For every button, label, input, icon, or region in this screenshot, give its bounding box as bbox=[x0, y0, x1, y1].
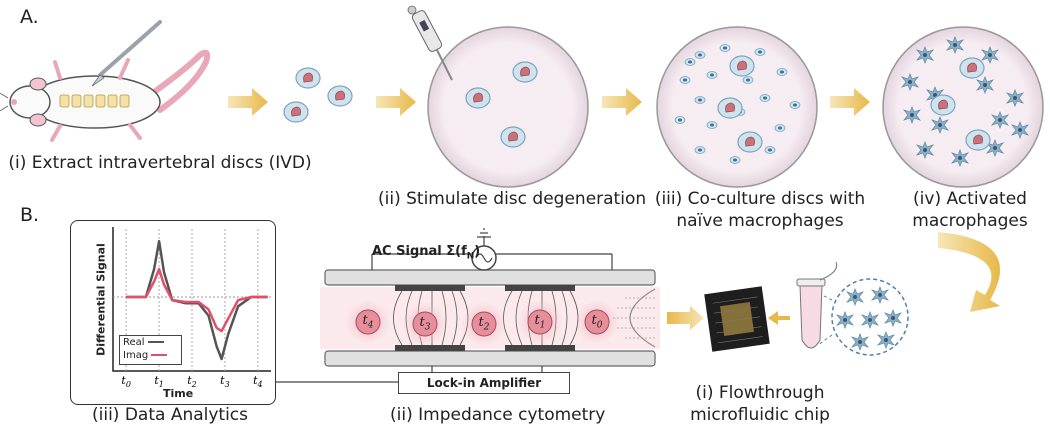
chart-series-imag bbox=[126, 267, 268, 333]
cell-t4 bbox=[346, 300, 390, 344]
scalpel-icon bbox=[91, 20, 162, 87]
cell-t0 bbox=[575, 300, 619, 344]
cell-t1-label: t1 bbox=[534, 313, 546, 331]
petri-dish bbox=[427, 26, 589, 188]
curved-arrow-icon bbox=[938, 232, 1001, 312]
cell-t2 bbox=[462, 302, 506, 346]
arrow-right-icon bbox=[376, 88, 416, 116]
petri-dish bbox=[882, 26, 1044, 188]
data-analytics-panel: t0 t1 t2 t3 t4 Differential Signal Time Real… bbox=[70, 220, 276, 405]
legend-real-label: Real bbox=[123, 337, 145, 348]
chart-xtick-label: t4 bbox=[253, 374, 263, 389]
chart-xlabel: Time bbox=[163, 387, 194, 400]
step-impedance-label: (ii) Impedance cytometry bbox=[390, 405, 606, 425]
cell-t1 bbox=[518, 300, 562, 344]
chart-axes bbox=[112, 227, 271, 372]
chart-legend: Real Imag bbox=[119, 335, 182, 365]
arrow-right-icon bbox=[830, 88, 870, 116]
arrow-right-icon bbox=[228, 88, 268, 116]
chart-xtick-label: t3 bbox=[220, 374, 230, 389]
section-a-label: A. bbox=[20, 6, 39, 28]
lockin-amplifier: Lock-in Amplifier bbox=[398, 372, 570, 394]
step-data-analytics-label: (iii) Data Analytics bbox=[91, 405, 249, 425]
chart-xtick-label: t2 bbox=[187, 374, 197, 389]
pipette-icon bbox=[407, 5, 453, 81]
ac-signal-label: AC Signal Σ(fN) bbox=[372, 244, 481, 262]
cell-t4-label: t4 bbox=[362, 313, 374, 331]
step-extract-label: (i) Extract intravertebral discs (IVD) bbox=[8, 153, 312, 173]
chart-ylabel: Differential Signal bbox=[94, 243, 108, 356]
cell-t0-label: t0 bbox=[591, 313, 603, 331]
cell-t3 bbox=[403, 302, 447, 346]
microfluidic-chip-icon bbox=[704, 286, 770, 352]
signal-chart: t0 t1 t2 t3 t4 bbox=[112, 227, 271, 389]
cell-t3-label: t3 bbox=[419, 315, 431, 333]
chart-xtick-label: t1 bbox=[154, 374, 164, 389]
step-stimulate-label: (ii) Stimulate disc degeneration bbox=[378, 189, 647, 209]
arrow-right-icon bbox=[602, 88, 642, 116]
microtube-icon bbox=[796, 261, 838, 349]
arrow-left-icon bbox=[667, 306, 704, 330]
legend-imag-label: Imag bbox=[123, 350, 149, 361]
section-b-label: B. bbox=[20, 204, 40, 226]
chart-xtick-label: t0 bbox=[121, 374, 131, 389]
rat-illustration bbox=[0, 49, 211, 142]
cell-t2-label: t2 bbox=[478, 315, 490, 333]
